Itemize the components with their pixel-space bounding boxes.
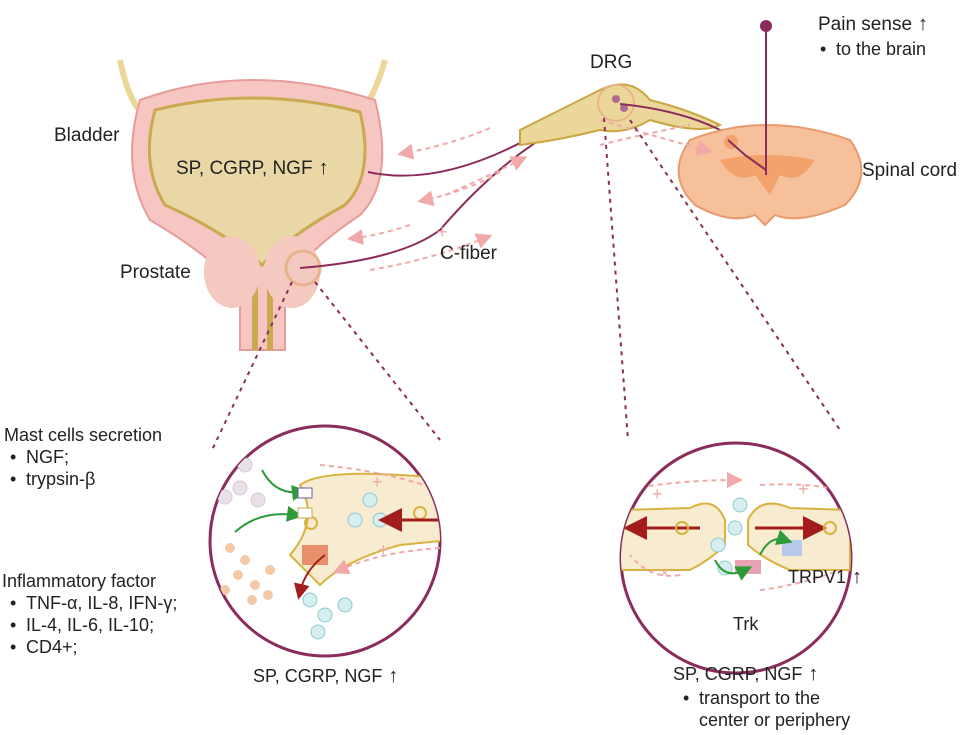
- transport-line-2: center or periphery: [699, 710, 851, 730]
- trpv1-label-wrap: TRPV1↑: [788, 566, 862, 588]
- mast-cells-list: NGF; trypsin-β: [4, 446, 95, 490]
- pain-sense-label: Pain sense: [818, 14, 913, 35]
- increase-arrow-icon: ↑: [808, 663, 819, 685]
- bladder-label: Bladder: [54, 125, 120, 146]
- right-markers: SP, CGRP, NGF: [673, 664, 803, 684]
- transport-list: transport to the center or periphery: [677, 687, 850, 731]
- increase-arrow-icon: ↑: [852, 566, 863, 588]
- drg-ganglion: [519, 83, 741, 171]
- right-markers-text: SP, CGRP, NGF↑: [673, 663, 818, 685]
- svg-text:+: +: [378, 540, 389, 560]
- list-item: IL-4, IL-6, IL-10;: [4, 614, 177, 636]
- list-item: TNF-α, IL-8, IFN-γ;: [4, 592, 177, 614]
- inflammatory-title: Inflammatory factor: [2, 571, 157, 591]
- c-fiber-label: C-fiber: [440, 243, 498, 264]
- svg-text:+: +: [798, 479, 809, 499]
- left-zoom-circle: + +: [208, 424, 442, 658]
- svg-text:+: +: [652, 484, 663, 504]
- inflammatory-list: TNF-α, IL-8, IFN-γ; IL-4, IL-6, IL-10; C…: [4, 592, 177, 658]
- svg-text:×: ×: [660, 565, 669, 582]
- trk-label: Trk: [733, 614, 759, 634]
- svg-text:+: +: [372, 472, 383, 492]
- prostate-organ: [204, 236, 322, 308]
- increase-arrow-icon: ↑: [318, 157, 329, 179]
- prostate-zoom-marker: [284, 249, 322, 287]
- right-zoom-circle: + + ×: [619, 441, 853, 675]
- bladder-markers: SP, CGRP, NGF: [176, 158, 313, 179]
- list-item: NGF;: [4, 446, 95, 468]
- bladder-organ: [117, 59, 388, 351]
- increase-arrow-icon: ↑: [918, 13, 929, 35]
- left-markers-text: SP, CGRP, NGF↑: [253, 665, 398, 687]
- spinal-cord-label: Spinal cord: [862, 160, 958, 181]
- transport-line-1: transport to the: [699, 688, 821, 708]
- spinal-cord: [677, 20, 863, 227]
- pain-sense-heading: Pain sense↑: [818, 13, 928, 36]
- zoom-lines: [211, 117, 841, 451]
- drg-label: DRG: [590, 52, 633, 73]
- list-item: CD4+;: [4, 636, 177, 658]
- svg-text:+: +: [437, 222, 448, 242]
- signal-arrows: +: [347, 119, 713, 271]
- left-markers: SP, CGRP, NGF: [253, 666, 383, 686]
- trpv1-label: TRPV1: [788, 567, 847, 587]
- list-item: transport to the center or periphery: [677, 687, 850, 731]
- increase-arrow-icon: ↑: [388, 665, 399, 687]
- list-item: to the brain: [814, 38, 926, 60]
- mast-cells-title: Mast cells secretion: [4, 425, 163, 445]
- prostate-label: Prostate: [120, 262, 191, 283]
- bladder-markers-text: SP, CGRP, NGF↑: [176, 157, 329, 180]
- list-item: trypsin-β: [4, 468, 95, 490]
- pain-sense-list: to the brain: [814, 38, 926, 60]
